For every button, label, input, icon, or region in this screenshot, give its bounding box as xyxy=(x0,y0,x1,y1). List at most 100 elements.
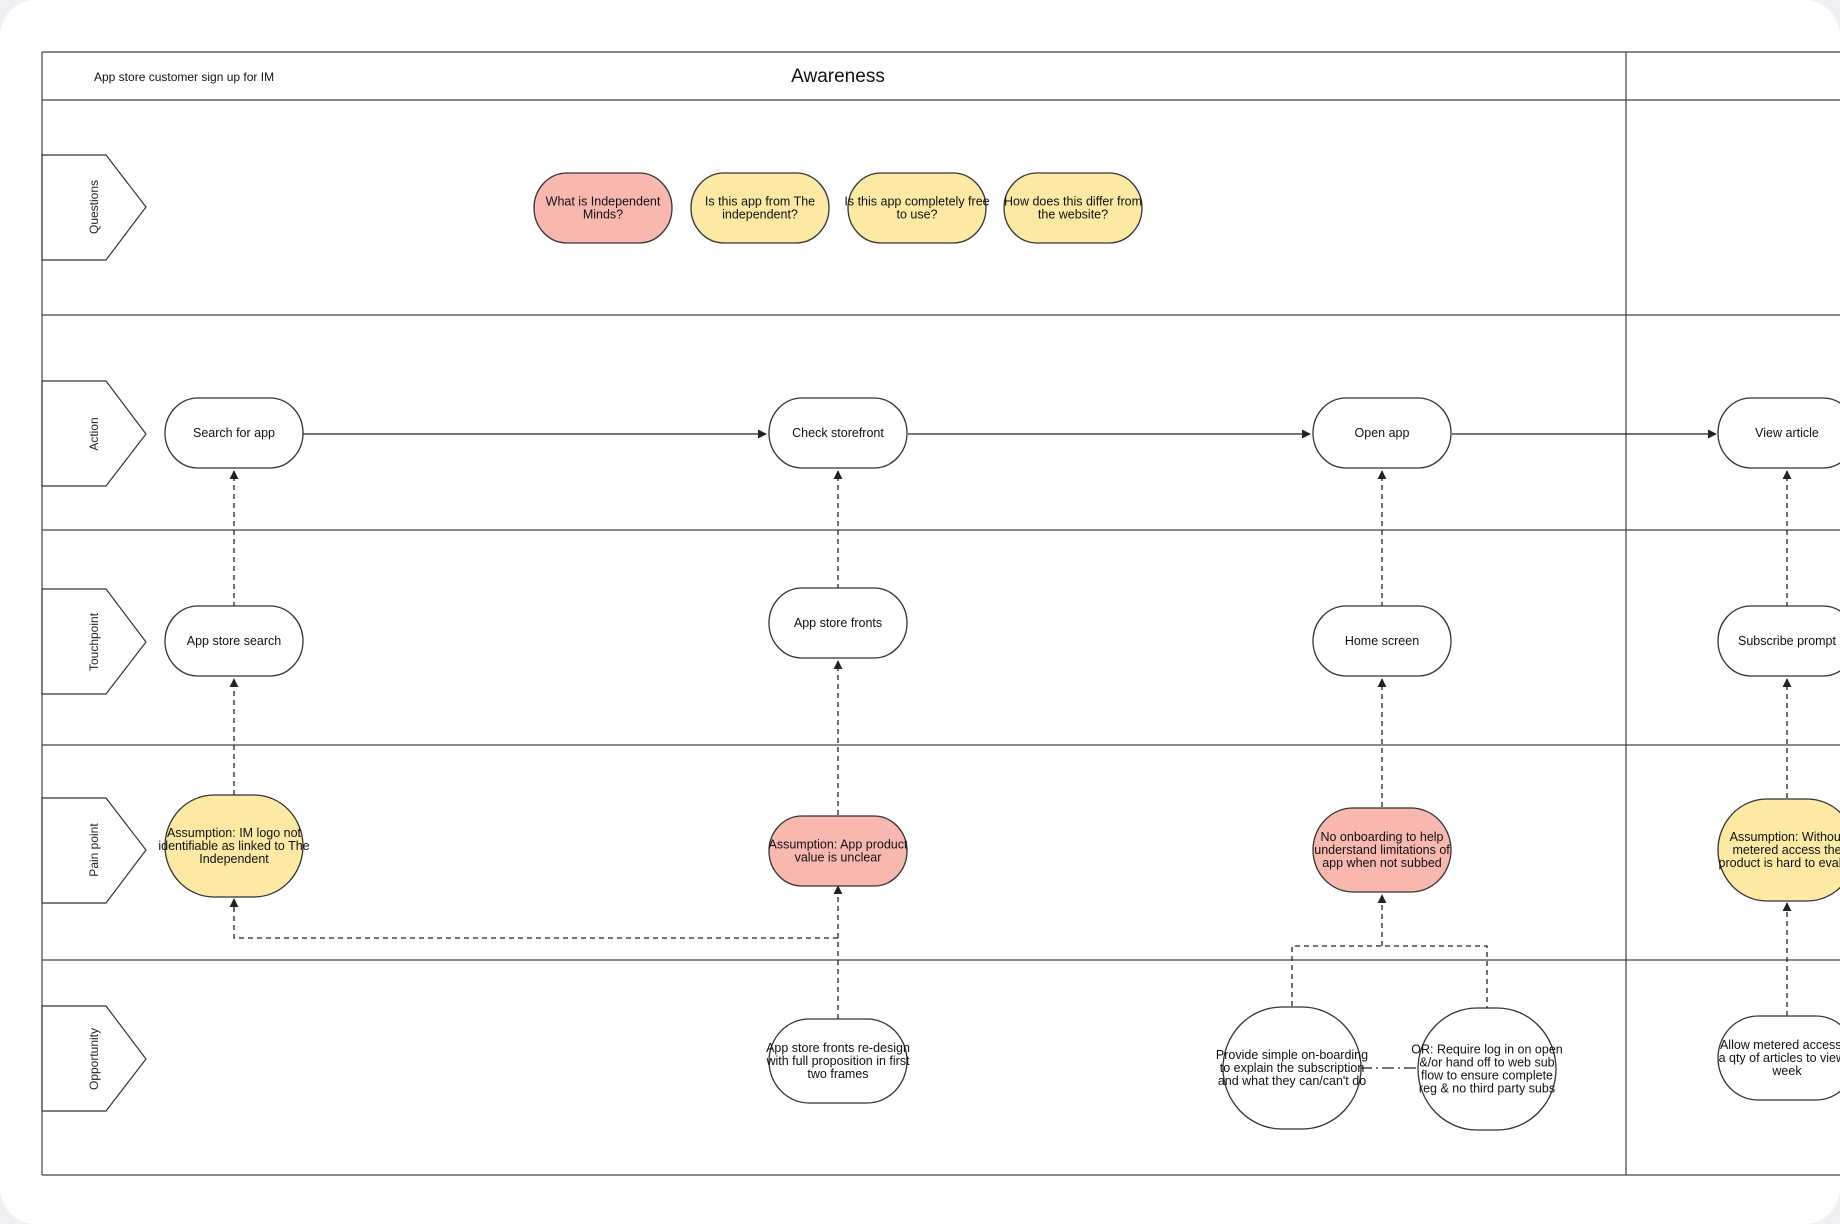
lane-label-pain-point-text: Pain point xyxy=(87,823,101,877)
question-node-shape xyxy=(533,172,673,244)
pain-point-node-text: app when not subbed xyxy=(1322,856,1442,870)
lane-label-touchpoint-text: Touchpoint xyxy=(87,612,101,671)
opportunity-node-text: OR: Require log in on open xyxy=(1411,1043,1563,1057)
lane-label-opportunity-text: Opportunity xyxy=(87,1028,101,1090)
pain-point-node-text: Independent xyxy=(199,852,269,866)
pain-point-node-shape xyxy=(164,794,304,898)
pain-point-node-shape xyxy=(1717,798,1840,902)
action-node-a3[interactable]: Open app xyxy=(1312,397,1452,469)
touchpoint-node-t4[interactable]: Subscribe prompt xyxy=(1717,605,1840,677)
lane-label-opportunity: Opportunity xyxy=(41,1005,147,1112)
question-node-text: to use? xyxy=(896,208,937,222)
question-node-text: Minds? xyxy=(583,208,623,222)
action-node-text: Open app xyxy=(1355,426,1410,440)
opportunity-node-shape xyxy=(1717,1015,1840,1101)
action-node-shape xyxy=(1717,397,1840,469)
question-node-text: Is this app from The xyxy=(705,195,815,209)
opportunity-node-text: and what they can/can't do xyxy=(1218,1074,1366,1088)
touchpoint-node-shape xyxy=(1312,605,1452,677)
touchpoint-node-shape xyxy=(164,605,304,677)
opportunity-node-shape xyxy=(1222,1006,1362,1130)
touchpoint-node-shape xyxy=(768,587,908,659)
lane-label-action: Action xyxy=(41,380,147,487)
touchpoint-node-t3[interactable]: Home screen xyxy=(1312,605,1452,677)
opportunity-node-o3[interactable]: OR: Require log in on open&/or hand off … xyxy=(1411,1007,1563,1131)
opportunity-node-text: to explain the subscription xyxy=(1220,1061,1365,1075)
action-node-a2[interactable]: Check storefront xyxy=(768,397,908,469)
pain-point-node-text: identifiable as linked to The xyxy=(158,839,309,853)
question-node-text: independent? xyxy=(722,208,798,222)
opportunity-node-text: flow to ensure complete xyxy=(1421,1069,1553,1083)
action-node-shape xyxy=(164,397,304,469)
stage-title: Awareness xyxy=(791,66,885,87)
lane-label-touchpoint: Touchpoint xyxy=(41,588,147,695)
pain-point-node-text: metered access the xyxy=(1732,843,1840,857)
touchpoint-node-t2[interactable]: App store fronts xyxy=(768,587,908,659)
touchpoint-node-text: Home screen xyxy=(1345,634,1419,648)
pain-point-node-text: Assumption: Without xyxy=(1730,830,1840,844)
pain-point-node-text: Assumption: App product xyxy=(769,838,908,852)
opportunity-node-text: week xyxy=(1771,1064,1802,1078)
opportunity-node-text: &/or hand off to web sub xyxy=(1419,1056,1554,1070)
action-node-shape xyxy=(1312,397,1452,469)
question-node-shape xyxy=(1003,172,1143,244)
pain-point-node-text: understand limitations of xyxy=(1314,843,1450,857)
link-o1-p1 xyxy=(229,898,838,939)
connectors xyxy=(229,429,1792,1069)
opportunity-node-text: Provide simple on-boarding xyxy=(1216,1048,1368,1062)
action-node-shape xyxy=(768,397,908,469)
opportunity-node-o4[interactable]: Allow metered access wa qty of articles … xyxy=(1717,1015,1840,1101)
opportunity-node-text: Allow metered access w xyxy=(1720,1038,1840,1052)
question-node-text: the website? xyxy=(1038,208,1108,222)
touchpoint-node-text: App store search xyxy=(187,634,282,648)
question-node-shape xyxy=(690,172,830,244)
touchpoint-node-text: App store fronts xyxy=(794,616,882,630)
lane-label-questions-text: Questions xyxy=(87,180,101,234)
swimlane-grid xyxy=(41,51,1840,1176)
opportunity-node-text: App store fronts re-design xyxy=(766,1041,910,1055)
action-lane-nodes: Search for app Check storefront Open app Vi… xyxy=(164,397,1840,469)
opportunity-node-text: reg & no third party subs xyxy=(1419,1082,1555,1096)
diagram-subtitle: App store customer sign up for IM xyxy=(94,70,274,84)
opportunity-node-shape xyxy=(768,1018,908,1104)
lane-label-pain-point: Pain point xyxy=(41,797,147,904)
action-node-text: Search for app xyxy=(193,426,275,440)
action-node-a4[interactable]: View article xyxy=(1717,397,1840,469)
opportunity-node-shape xyxy=(1417,1007,1557,1131)
touchpoint-node-t1[interactable]: App store search xyxy=(164,605,304,677)
lane-label-questions: Questions xyxy=(41,154,147,261)
pain-point-node-text: Assumption: IM logo not xyxy=(167,826,302,840)
touchpoint-node-shape xyxy=(1717,605,1840,677)
touchpoint-node-text: Subscribe prompt xyxy=(1738,634,1836,648)
pain-point-node-shape xyxy=(768,815,908,887)
action-node-a1[interactable]: Search for app xyxy=(164,397,304,469)
question-node-text: Is this app completely free xyxy=(844,195,989,209)
opportunity-node-text: with full proposition in first xyxy=(765,1054,910,1068)
opportunity-node-text: two frames xyxy=(807,1067,868,1081)
pain-point-node-text: value is unclear xyxy=(795,851,882,865)
question-node-text: How does this differ from xyxy=(1004,195,1142,209)
action-node-text: View article xyxy=(1755,426,1819,440)
question-node-shape xyxy=(847,172,987,244)
pain-point-node-text: product is hard to evalua xyxy=(1719,856,1840,870)
lane-label-action-text: Action xyxy=(87,417,101,450)
pain-point-node-shape xyxy=(1312,807,1452,893)
question-node-text: What is Independent xyxy=(546,195,661,209)
